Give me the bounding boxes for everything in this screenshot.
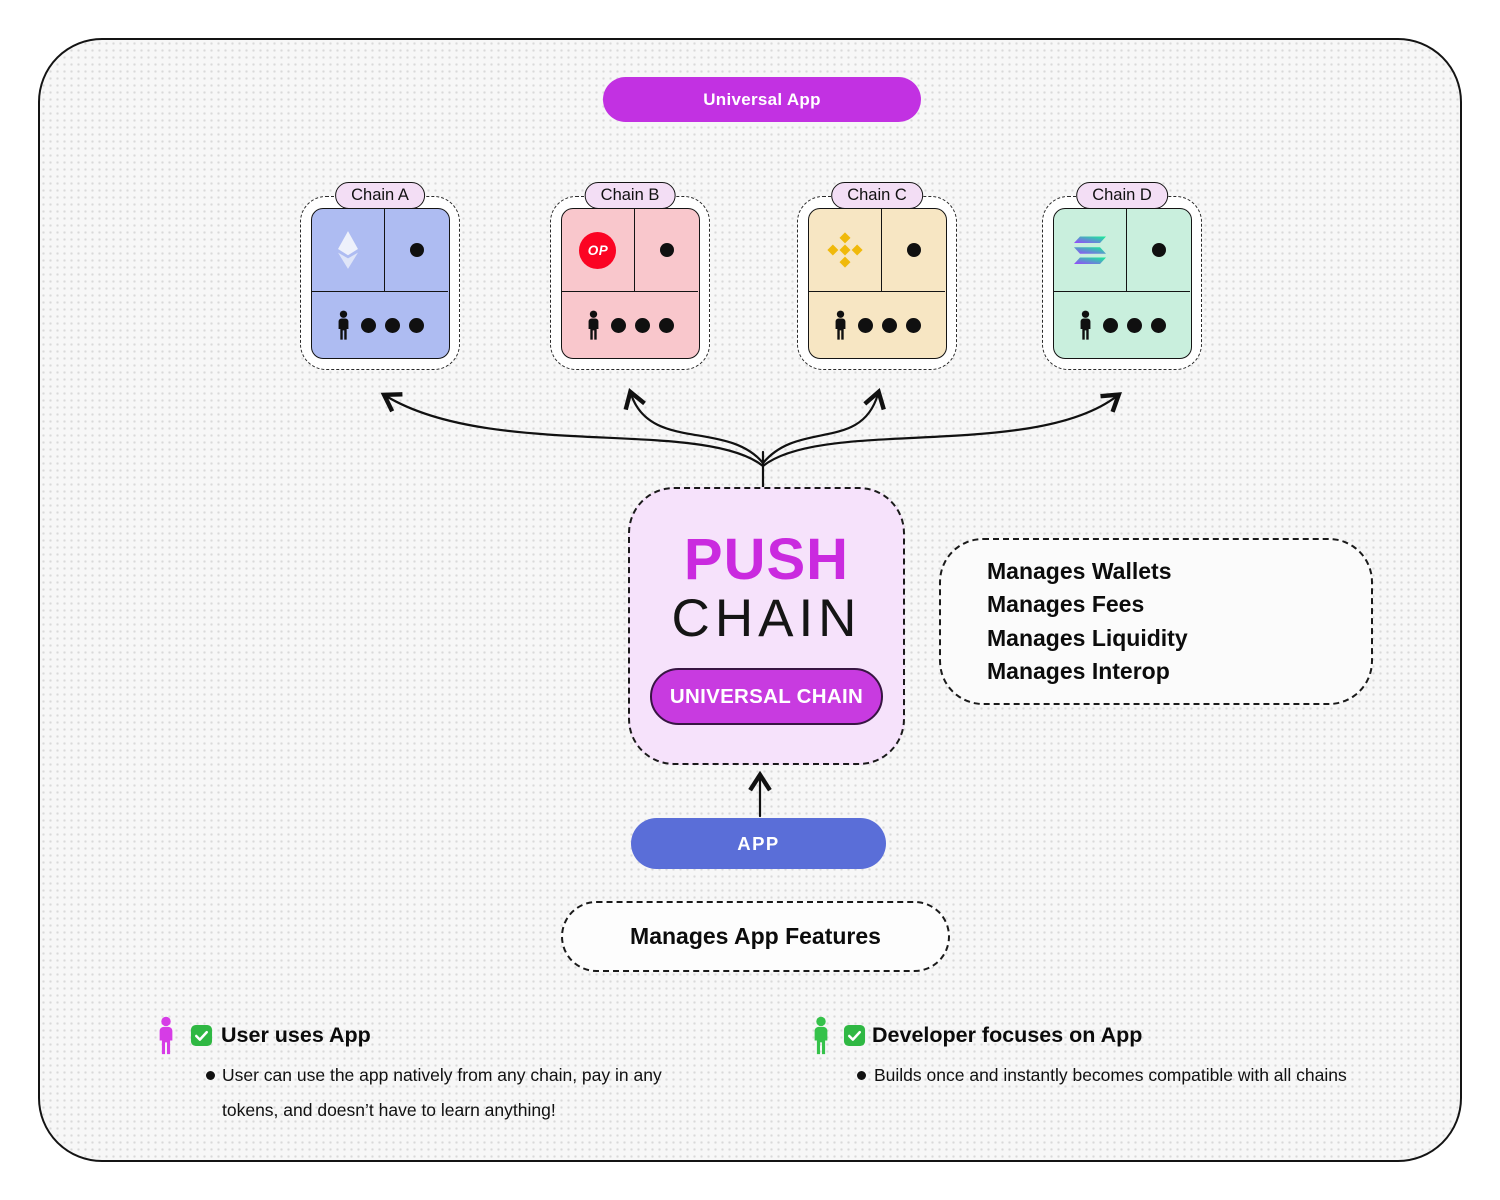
check-icon xyxy=(843,1024,866,1047)
chain-a-label: Chain A xyxy=(351,186,409,204)
developer-legend-title: Developer focuses on App xyxy=(872,1023,1143,1047)
dot-icon xyxy=(385,317,401,333)
chain-b-users-cell xyxy=(562,292,699,358)
bullet-icon xyxy=(206,1071,215,1080)
manages-app-features-text: Manages App Features xyxy=(630,923,881,949)
chain-b-label: Chain B xyxy=(600,186,660,204)
dot-icon xyxy=(635,317,651,333)
chain-d-label-pill: Chain D xyxy=(1076,182,1168,209)
app-pill-label: APP xyxy=(737,832,780,854)
chain-card-a: Chain A xyxy=(300,182,460,370)
app-pill: APP xyxy=(631,818,886,869)
chain-d-users-cell xyxy=(1054,292,1191,358)
person-icon xyxy=(589,310,599,340)
user-legend-title: User uses App xyxy=(221,1023,371,1047)
chain-b-dot-cell xyxy=(635,209,699,293)
developer-person-icon xyxy=(814,1016,828,1055)
chain-c-label: Chain C xyxy=(847,186,907,204)
chain-b-label-pill: Chain B xyxy=(584,182,676,209)
manages-wallets-text: Manages Wallets xyxy=(987,557,1172,584)
push-brand-word-push: PUSH xyxy=(683,527,850,592)
person-icon xyxy=(339,310,349,340)
dot-icon xyxy=(659,243,674,258)
chain-d-dot-cell xyxy=(1127,209,1191,293)
dot-icon xyxy=(611,317,627,333)
dot-icon xyxy=(1151,243,1166,258)
dot-icon xyxy=(858,317,874,333)
person-icon xyxy=(1081,310,1091,340)
push-brand-word-chain: CHAIN xyxy=(671,589,862,648)
chain-a-users-cell xyxy=(312,292,449,358)
manages-interop-text: Manages Interop xyxy=(987,658,1170,684)
chain-d-panel xyxy=(1052,208,1192,359)
user-person-icon xyxy=(159,1016,173,1055)
dot-icon xyxy=(409,317,425,333)
dot-icon xyxy=(1151,317,1167,333)
chain-card-d: Chain D xyxy=(1042,182,1202,370)
binance-icon xyxy=(808,209,883,293)
manages-chain-box: Manages Wallets Manages Fees Manages Liq… xyxy=(939,538,1373,705)
manages-liquidity-text: Manages Liquidity xyxy=(987,624,1188,651)
manages-app-features-box: Manages App Features xyxy=(561,901,950,972)
chain-a-panel xyxy=(310,208,450,359)
dot-icon xyxy=(659,317,675,333)
developer-legend-bullet: Builds once and instantly becomes compat… xyxy=(874,1065,1347,1085)
person-icon xyxy=(836,310,846,340)
optimism-icon: OP xyxy=(561,209,636,293)
universal-chain-pill: UNIVERSAL CHAIN xyxy=(650,668,883,726)
universal-chain-label: UNIVERSAL CHAIN xyxy=(669,684,864,708)
chain-c-users-cell xyxy=(809,292,946,358)
dot-icon xyxy=(361,317,377,333)
dot-icon xyxy=(409,243,424,258)
chain-c-label-pill: Chain C xyxy=(831,182,923,209)
manages-fees-text: Manages Fees xyxy=(987,591,1145,617)
optimism-logo-text: OP xyxy=(587,242,609,258)
push-chain-box: PUSH CHAIN UNIVERSAL CHAIN xyxy=(628,487,905,765)
dot-icon xyxy=(882,317,898,333)
dot-icon xyxy=(1127,317,1143,333)
ethereum-icon xyxy=(311,209,386,293)
chain-c-dot-cell xyxy=(882,209,946,293)
dot-icon xyxy=(906,243,921,258)
solana-icon xyxy=(1053,209,1128,293)
chain-a-dot-cell xyxy=(385,209,449,293)
dot-icon xyxy=(1103,317,1119,333)
bullet-icon xyxy=(857,1071,866,1080)
chain-card-c: Chain C xyxy=(797,182,957,370)
universal-app-label: Universal App xyxy=(703,89,821,109)
chain-d-label: Chain D xyxy=(1092,186,1152,204)
chain-a-label-pill: Chain A xyxy=(335,182,425,209)
chain-card-b: Chain B OP xyxy=(550,182,710,370)
chain-b-panel: OP xyxy=(560,208,700,359)
chain-c-panel xyxy=(807,208,947,359)
user-legend-bullet: User can use the app natively from any c… xyxy=(222,1065,662,1120)
check-icon xyxy=(190,1024,213,1047)
dot-icon xyxy=(906,317,922,333)
universal-app-pill: Universal App xyxy=(603,77,921,122)
